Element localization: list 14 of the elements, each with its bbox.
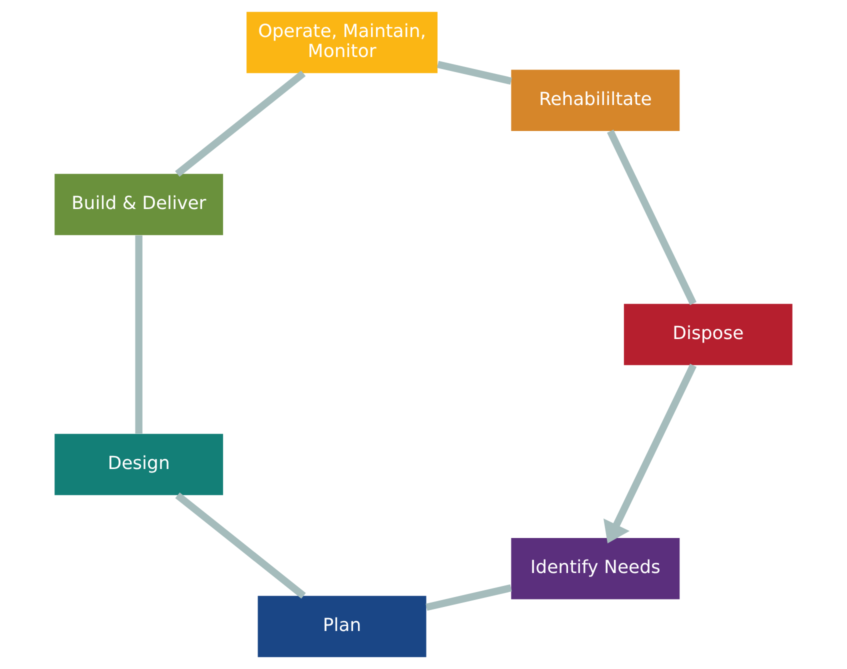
connector (175, 492, 306, 599)
node-box: Design (54, 434, 224, 496)
arrow (604, 364, 697, 544)
node-box: Operate, Maintain, Monitor (246, 12, 438, 74)
node-box: Identify Needs (511, 538, 680, 600)
node-box: Rehabililtate (511, 70, 680, 131)
connector (175, 70, 306, 177)
node-box: Dispose (624, 304, 792, 366)
connector (135, 235, 142, 434)
node-box: Build & Deliver (54, 174, 224, 236)
node-box: Plan (258, 596, 426, 658)
connector (437, 60, 512, 85)
connector (426, 584, 512, 611)
connector (607, 130, 697, 306)
